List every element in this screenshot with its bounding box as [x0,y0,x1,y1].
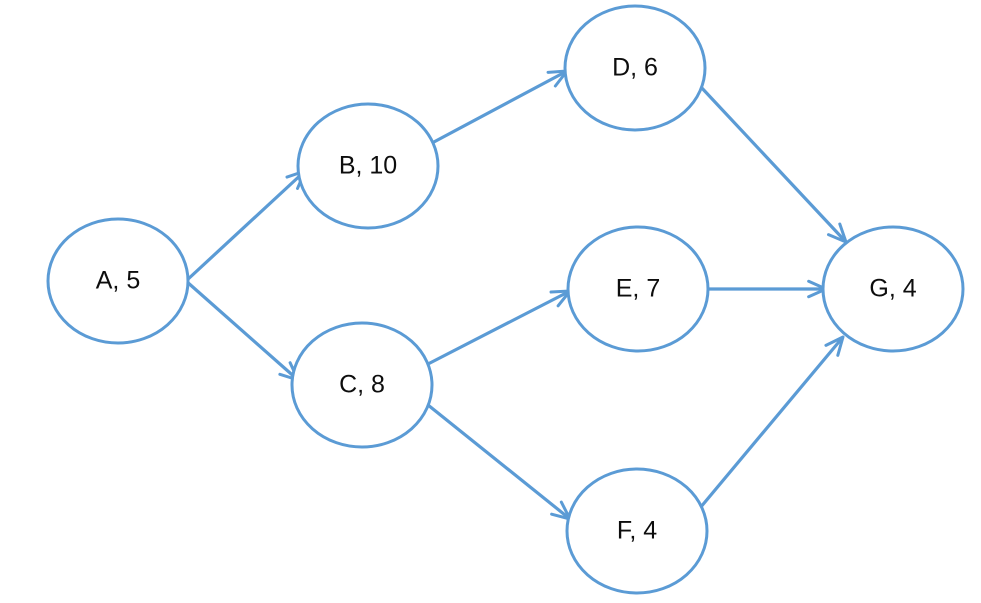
node-f[interactable]: F, 4 [565,467,709,595]
node-d[interactable]: D, 6 [563,4,707,132]
edge-d-to-g [698,84,848,244]
node-label: G, 4 [869,275,916,303]
edge-shaft [698,84,848,244]
node-c[interactable]: C, 8 [290,321,434,449]
edge-shaft [184,279,300,382]
node-circle[interactable] [821,225,965,353]
node-e[interactable]: E, 7 [566,225,710,353]
node-label: D, 6 [612,54,658,82]
edge-f-to-g [698,335,845,510]
edge-shaft [184,169,307,283]
edge-shaft [698,335,845,510]
node-label: B, 10 [339,152,397,180]
edge-a-to-b [184,169,307,283]
node-a[interactable]: A, 5 [46,217,190,345]
arrowhead-icon [824,335,845,357]
node-label: E, 7 [616,275,660,303]
edge-c-to-e [427,289,572,366]
edge-shaft [431,69,568,145]
node-label: F, 4 [617,517,657,545]
node-circle[interactable] [46,217,190,345]
edge-shaft [427,289,571,366]
edge-c-to-f [426,403,572,521]
node-label: A, 5 [96,267,140,295]
node-b[interactable]: B, 10 [296,102,440,230]
edge-a-to-c [184,279,300,382]
node-circle[interactable] [296,102,440,230]
node-circle[interactable] [290,321,434,449]
node-layer: A, 5 B, 10 C, 8 D, 6 E, 7 F, 4 G, 4 [46,4,965,595]
node-circle[interactable] [565,467,709,595]
node-circle[interactable] [566,225,710,353]
edge-layer [184,69,848,521]
node-label: C, 8 [339,371,385,399]
node-g[interactable]: G, 4 [821,225,965,353]
edge-shaft [426,403,572,521]
edge-b-to-d [431,69,569,145]
node-circle[interactable] [563,4,707,132]
edge-e-to-g [702,279,828,299]
